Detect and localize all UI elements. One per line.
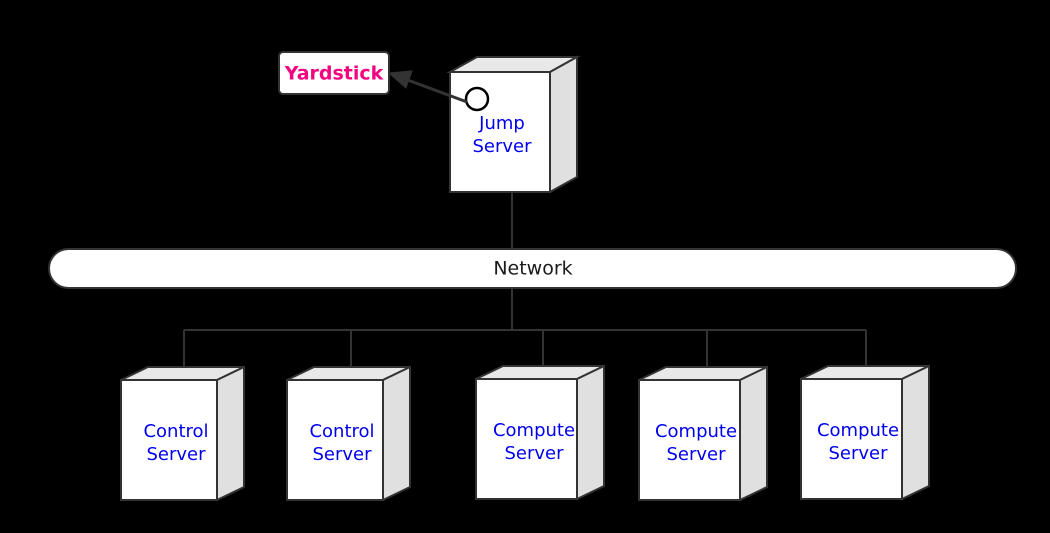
compute-server-1-side-face <box>576 364 605 501</box>
yardstick-arrow <box>387 70 468 104</box>
control-server-1-side-face <box>216 365 245 502</box>
compute-server-2-front-face <box>638 379 741 501</box>
jump-server-label-line2: Server <box>472 136 532 157</box>
compute-server-2-node[interactable]: Compute Server <box>638 365 768 502</box>
compute-server-2-label-line1: Compute <box>655 421 737 442</box>
compute-server-2-side-face <box>739 365 768 502</box>
yardstick-label: Yardstick <box>284 63 384 85</box>
network-label: Network <box>493 258 572 280</box>
compute-server-3-front-face <box>800 378 903 500</box>
compute-server-1-label-line1: Compute <box>493 420 575 441</box>
network-pill-shape <box>48 248 1017 289</box>
jump-server-node[interactable]: Jump Server <box>446 55 581 194</box>
yardstick-arrow-shaft <box>404 77 468 104</box>
compute-server-1-label-line2: Server <box>504 443 564 464</box>
control-server-2-side-face <box>382 365 411 502</box>
control-server-1-front-face <box>120 379 218 501</box>
control-server-2-label-line2: Server <box>312 444 372 465</box>
control-server-2-node[interactable]: Control Server <box>286 365 411 502</box>
network-node[interactable]: Network <box>48 248 1017 289</box>
yardstick-label-box <box>278 51 390 95</box>
yardstick-arrow-head-icon <box>387 70 413 89</box>
jump-server-label-line1: Jump <box>478 113 525 134</box>
compute-server-3-side-face <box>901 364 930 501</box>
control-server-1-label-line1: Control <box>143 421 208 442</box>
control-server-2-front-face <box>286 379 384 501</box>
control-server-2-label-line1: Control <box>309 421 374 442</box>
compute-server-3-label-line2: Server <box>828 443 888 464</box>
compute-server-1-front-face <box>475 378 578 500</box>
compute-server-3-node[interactable]: Compute Server <box>800 364 930 501</box>
control-server-1-node[interactable]: Control Server <box>120 365 245 502</box>
control-server-1-label-line2: Server <box>146 444 206 465</box>
compute-server-1-node[interactable]: Compute Server <box>475 364 605 501</box>
yardstick-annotation[interactable]: Yardstick <box>278 51 390 95</box>
compute-server-2-label-line2: Server <box>666 444 726 465</box>
jump-server-front-face <box>449 71 551 193</box>
jump-server-side-face <box>549 55 578 194</box>
compute-server-3-label-line1: Compute <box>817 420 899 441</box>
circle-port-icon[interactable] <box>464 86 490 112</box>
